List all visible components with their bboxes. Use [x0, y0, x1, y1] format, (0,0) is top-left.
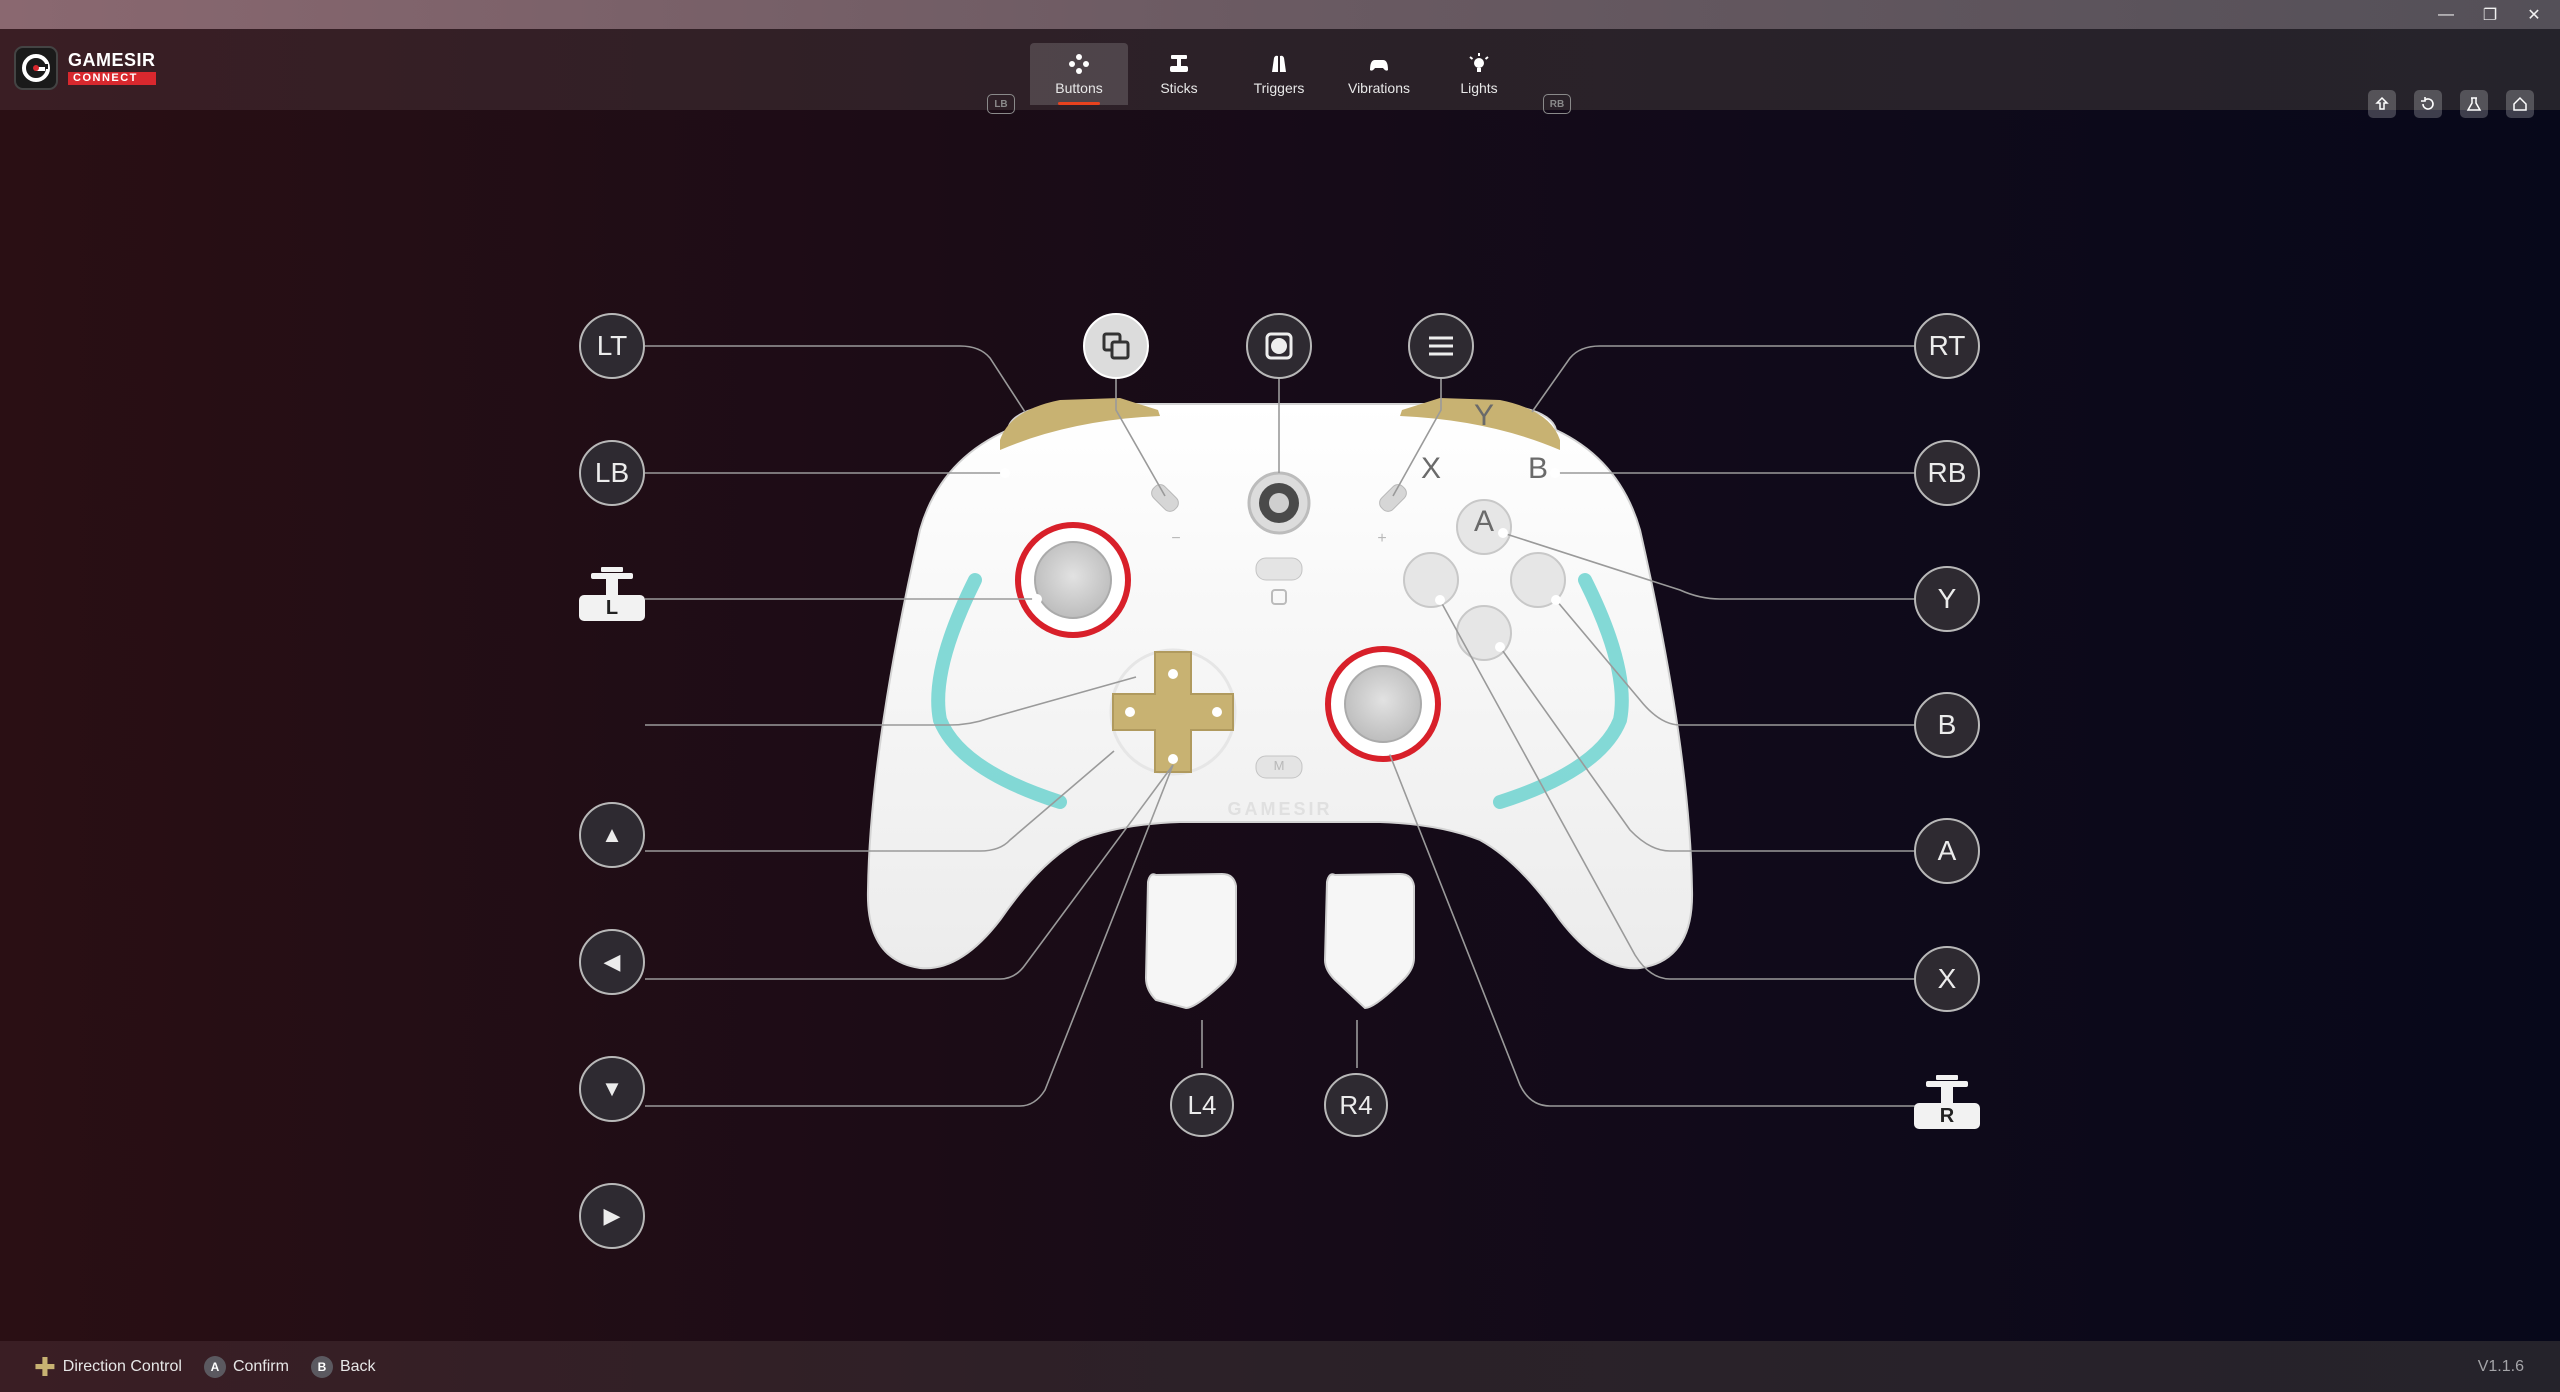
logo-brand: GAMESIR — [68, 50, 156, 70]
view-icon — [1102, 332, 1130, 360]
tab-sticks-label: Sticks — [1160, 80, 1198, 96]
button-mapping-stage: Y X B A GAMESIR M + − LT LB L ▲ ◀ ▼ ▶ — [0, 110, 2560, 1341]
map-button-dpad-right[interactable]: ▶ — [579, 1183, 645, 1249]
controller-brand: GAMESIR — [1227, 799, 1333, 819]
map-button-menu[interactable] — [1408, 313, 1474, 379]
reset-icon — [2421, 97, 2434, 110]
controller-diagram — [645, 345, 1915, 1107]
sticks-icon — [1170, 55, 1188, 72]
map-button-b[interactable]: B — [1914, 692, 1980, 758]
logo-subtitle: CONNECT — [68, 72, 156, 85]
connector-lines — [645, 345, 1915, 1107]
lights-icon — [1469, 53, 1489, 72]
tab-lights[interactable]: Lights — [1430, 43, 1528, 105]
hint-confirm-label: Confirm — [232, 1357, 289, 1375]
tab-buttons[interactable]: Buttons — [1030, 43, 1128, 105]
map-button-a[interactable]: A — [1914, 818, 1980, 884]
hint-direction-control: ✚ Direction Control — [34, 1354, 182, 1380]
tab-vibrations-label: Vibrations — [1347, 80, 1410, 96]
face-y-label: Y — [1473, 399, 1494, 432]
map-button-left-stick[interactable]: L — [577, 565, 647, 625]
reset-button[interactable] — [2414, 90, 2442, 118]
b-button-hint-icon: B — [310, 1355, 333, 1378]
map-button-dpad-up[interactable]: ▲ — [579, 802, 645, 868]
right-stick-icon — [1914, 1075, 1980, 1129]
tab-lights-label: Lights — [1460, 80, 1498, 96]
map-button-l4[interactable]: L4 — [1170, 1073, 1234, 1137]
upload-icon — [2375, 96, 2389, 110]
map-button-lb[interactable]: LB — [579, 440, 645, 506]
upload-button[interactable] — [2368, 90, 2396, 118]
minimize-button[interactable]: — — [2438, 5, 2454, 23]
left-stick-letter: L — [605, 597, 619, 619]
maximize-button[interactable]: ❐ — [2482, 6, 2498, 24]
hint-back: B Back — [310, 1355, 376, 1378]
map-button-y[interactable]: Y — [1914, 566, 1980, 632]
map-button-r4[interactable]: R4 — [1324, 1073, 1388, 1137]
a-button-hint-icon: A — [203, 1355, 226, 1378]
plus-label: + — [1377, 530, 1387, 547]
tab-sticks[interactable]: Sticks — [1130, 43, 1228, 105]
map-button-view[interactable] — [1083, 313, 1149, 379]
tab-prev-lb[interactable]: LB — [987, 94, 1015, 114]
lab-button[interactable] — [2460, 90, 2488, 118]
map-button-x[interactable]: X — [1914, 946, 1980, 1012]
lab-icon — [2466, 97, 2482, 111]
hint-confirm: A Confirm — [203, 1355, 289, 1378]
tab-vibrations[interactable]: Vibrations — [1330, 43, 1428, 105]
face-a-label: A — [1473, 505, 1494, 538]
app-logo: GAMESIR CONNECT — [14, 45, 164, 91]
map-button-right-stick[interactable]: R — [1912, 1073, 1982, 1133]
tab-triggers-label: Triggers — [1253, 80, 1305, 96]
face-x-label: X — [1420, 452, 1441, 485]
triggers-icon — [1272, 55, 1286, 72]
home-button[interactable] — [2506, 90, 2534, 118]
tab-buttons-label: Buttons — [1055, 80, 1103, 96]
map-button-rt[interactable]: RT — [1914, 313, 1980, 379]
window-titlebar: — ❐ ✕ — [0, 0, 2560, 29]
map-button-dpad-down[interactable]: ▼ — [579, 1056, 645, 1122]
hint-back-label: Back — [339, 1357, 376, 1375]
buttons-icon — [1069, 54, 1089, 74]
tab-triggers[interactable]: Triggers — [1230, 43, 1328, 105]
menu-icon — [1429, 336, 1453, 356]
map-button-capture[interactable] — [1246, 313, 1312, 379]
home-icon — [2513, 96, 2527, 111]
bottom-hint-bar: ✚ Direction Control A Confirm B Back V1.… — [0, 1341, 2560, 1392]
left-stick-icon — [579, 567, 645, 621]
map-button-rb[interactable]: RB — [1914, 440, 1980, 506]
gamesir-logo-icon — [14, 46, 58, 90]
hint-direction-label: Direction Control — [62, 1357, 182, 1375]
map-button-lt[interactable]: LT — [579, 313, 645, 379]
dpad-hint-icon: ✚ — [34, 1351, 56, 1382]
face-b-label: B — [1527, 452, 1548, 485]
minus-label: − — [1171, 530, 1181, 547]
version-label: V1.1.6 — [2477, 1358, 2524, 1375]
close-button[interactable]: ✕ — [2527, 6, 2541, 24]
anchor-dots — [1000, 468, 1561, 764]
map-button-dpad-left[interactable]: ◀ — [579, 929, 645, 995]
m-button-label: M — [1273, 758, 1285, 773]
vibrations-icon — [1370, 60, 1388, 71]
controller-body — [866, 398, 1694, 1010]
top-navigation: GAMESIR CONNECT LB Buttons Sticks Trigge… — [0, 29, 2560, 118]
right-stick-letter: R — [1939, 1105, 1955, 1127]
capture-icon — [1265, 332, 1293, 360]
tab-next-rb[interactable]: RB — [1543, 94, 1571, 114]
